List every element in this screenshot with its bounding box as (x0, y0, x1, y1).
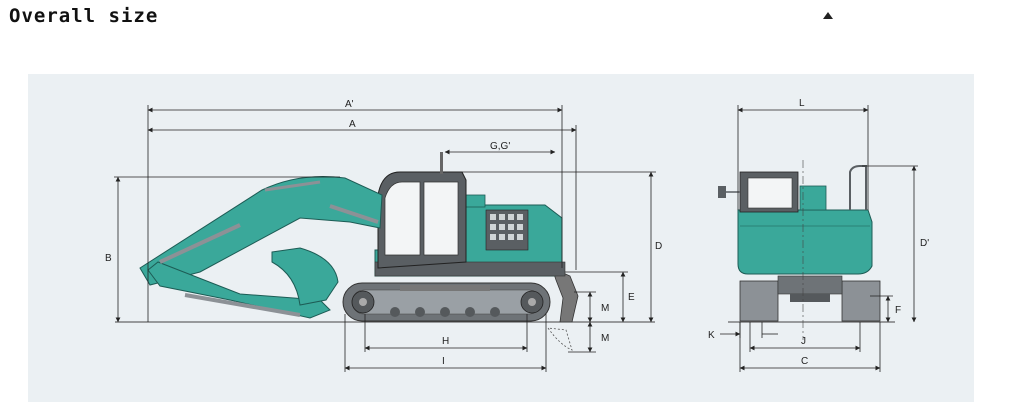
front-body (737, 209, 873, 275)
dimension-label-i: I (442, 356, 445, 367)
bucket (271, 247, 339, 306)
side-track (342, 282, 551, 322)
front-right-track (841, 280, 881, 322)
dimension-label-b: B (105, 253, 112, 264)
dimension-label-j: J (801, 336, 806, 347)
caret-up-icon[interactable] (823, 12, 833, 19)
dimension-label-k: K (708, 330, 715, 341)
front-view-excavator (718, 160, 895, 340)
dimension-label-e: E (628, 292, 635, 303)
dimension-label-a-prime: A' (345, 99, 354, 110)
side-view-excavator (115, 152, 655, 351)
dimension-label-d: D (655, 241, 662, 252)
dimension-label-a: A (349, 119, 356, 130)
arm (147, 261, 331, 319)
boom (139, 176, 383, 286)
dimension-label-f: F (895, 305, 901, 316)
dimension-label-h: H (442, 336, 449, 347)
dimension-label-c: C (801, 356, 808, 367)
side-view-dimensions: A' A G,G' B D E M M H (105, 99, 662, 372)
dimension-label-l: L (799, 98, 805, 109)
dimension-label-g: G,G' (490, 141, 510, 152)
front-left-track (739, 280, 779, 322)
front-view-dimensions: L D' F K J C (708, 98, 929, 372)
dimension-label-d-prime: D' (920, 238, 929, 249)
section-title: Overall size (9, 5, 159, 27)
dimension-label-m-upper: M (601, 303, 609, 314)
dozer-blade (551, 267, 579, 323)
dimension-label-m-lower: M (601, 333, 609, 344)
